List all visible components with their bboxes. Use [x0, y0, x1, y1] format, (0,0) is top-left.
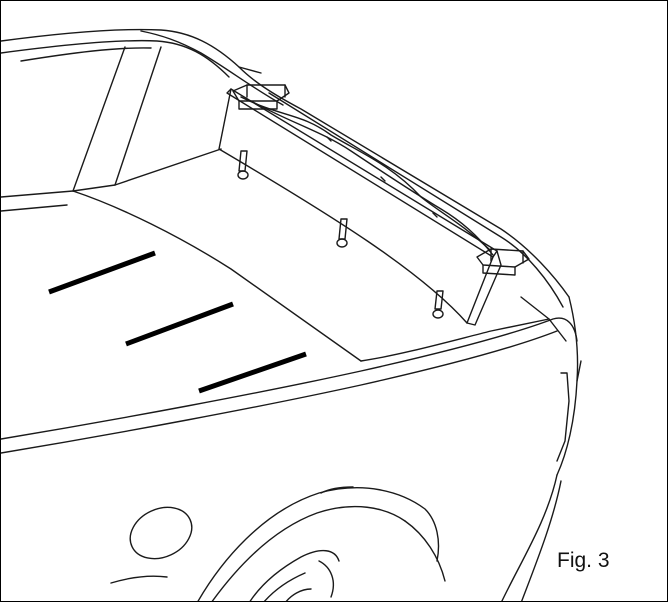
- clamp-blocks: [232, 84, 530, 276]
- mounting-bolts: [237, 136, 444, 319]
- bolt: [336, 218, 348, 248]
- truck-bed: [1, 46, 567, 362]
- clamp-block-left: [232, 84, 290, 110]
- bolt: [432, 290, 444, 319]
- fuel-door: [129, 506, 193, 560]
- clamp-block-right: [476, 248, 530, 276]
- bracket-panel: [218, 88, 502, 326]
- figure-caption: Fig. 3: [557, 549, 610, 572]
- bolt: [237, 150, 249, 180]
- wheel-arch: [110, 486, 446, 601]
- floor-strip: [48, 250, 156, 295]
- floor-strip: [125, 301, 234, 347]
- floor-strips: [48, 250, 307, 394]
- tailgate: [1, 296, 582, 601]
- bed-rail: [1, 28, 570, 308]
- floor-strip: [198, 351, 307, 394]
